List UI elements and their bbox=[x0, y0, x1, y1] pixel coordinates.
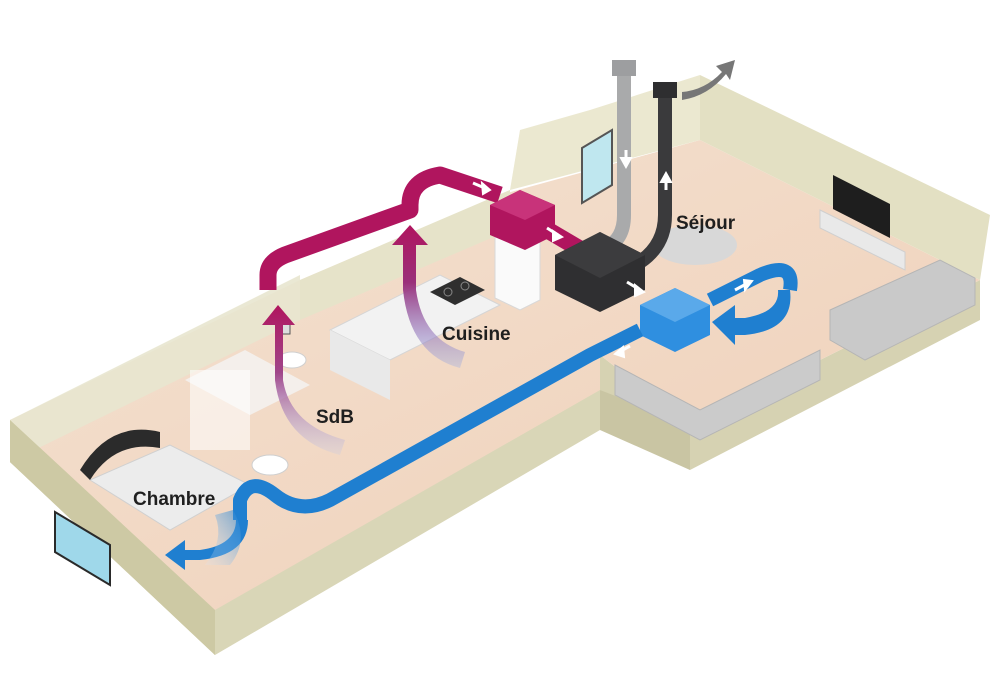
supply-flow-sejour bbox=[712, 290, 791, 345]
exhaust-outflow-arrow-icon bbox=[682, 60, 735, 100]
cooktop-burner bbox=[460, 281, 470, 291]
distribution-box-top bbox=[640, 288, 710, 322]
right-wall bbox=[700, 75, 990, 280]
room-label-sejour: Séjour bbox=[676, 213, 736, 234]
supply-flow-chambre-fade bbox=[205, 510, 241, 565]
extract-flow-cuisine bbox=[392, 225, 465, 368]
back-wall-living bbox=[510, 75, 700, 190]
room-label-sdb: SdB bbox=[316, 407, 354, 428]
tv-stand bbox=[819, 209, 906, 271]
window-icon bbox=[581, 128, 613, 205]
dining-table bbox=[653, 225, 737, 265]
kitchen-cabinets-front bbox=[330, 330, 390, 400]
ducts bbox=[165, 60, 798, 570]
back-wall-left bbox=[10, 275, 300, 462]
living-base-front bbox=[600, 390, 690, 470]
supply-duct-chambre bbox=[233, 323, 644, 520]
shower-glass bbox=[190, 370, 250, 450]
supply-duct-sejour bbox=[706, 263, 798, 307]
supply-flow-chambre bbox=[165, 520, 248, 570]
bedroom-end-wall bbox=[10, 420, 215, 655]
sofa-icon bbox=[829, 259, 976, 361]
extract-duct-main bbox=[259, 166, 503, 290]
bed-headboard bbox=[80, 429, 160, 480]
cooktop-burner bbox=[443, 287, 453, 297]
cooktop-icon bbox=[430, 277, 485, 305]
fresh-air-cap bbox=[612, 60, 636, 76]
sofa-icon bbox=[614, 349, 821, 441]
television-icon bbox=[833, 175, 890, 238]
air-flow-arrow-icon bbox=[472, 150, 754, 359]
heat-exchanger-top bbox=[555, 232, 645, 278]
room-label-chambre: Chambre bbox=[133, 489, 215, 510]
room-labels: Séjour Cuisine SdB Chambre bbox=[133, 213, 736, 510]
toilet bbox=[251, 454, 289, 476]
extract-flow-sdb bbox=[262, 305, 345, 455]
room-label-cuisine: Cuisine bbox=[442, 324, 511, 345]
extract-junction-top bbox=[490, 190, 555, 220]
exhaust-cap bbox=[653, 82, 677, 98]
building bbox=[10, 75, 990, 655]
window-icon bbox=[54, 510, 111, 587]
